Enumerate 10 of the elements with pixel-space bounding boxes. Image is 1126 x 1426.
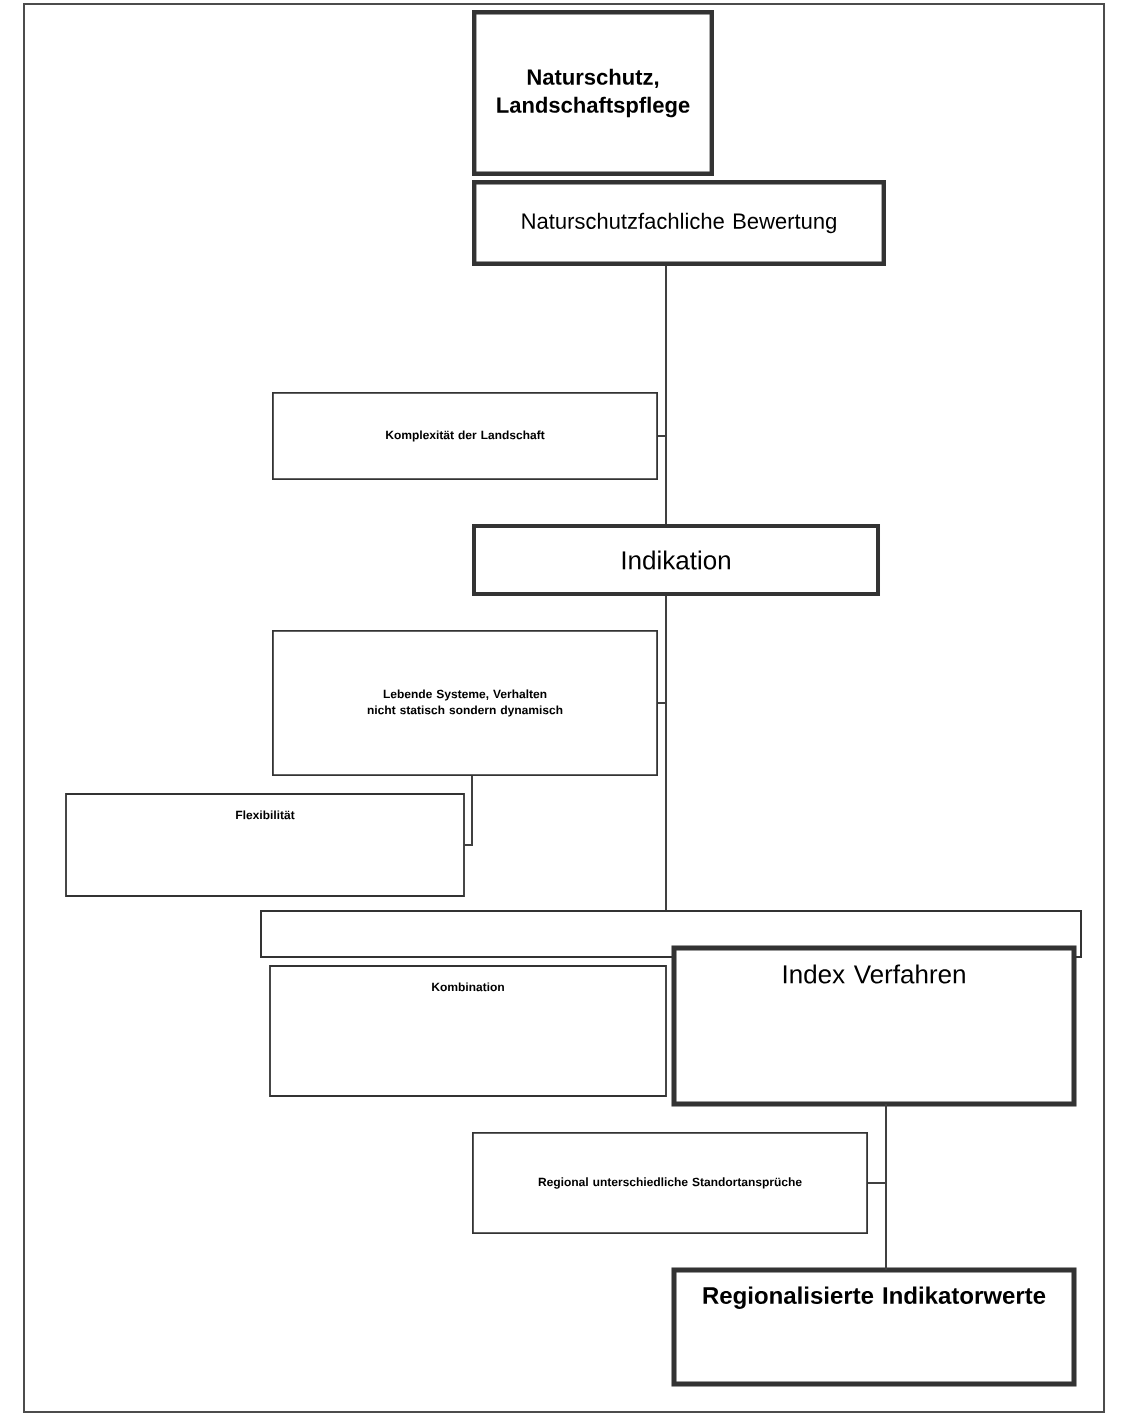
title-box: Index Verfahren (671, 945, 1077, 1107)
text-box: Indikation (472, 524, 880, 596)
connector-line (463, 775, 473, 846)
bar-box (260, 910, 1082, 958)
title-box: Regionalisierte Indikatorwerte (671, 1267, 1077, 1387)
connector-line (885, 1103, 887, 1271)
title-box: Naturschutzfachliche Bewertung (472, 180, 886, 266)
title-box: Naturschutz, Landschaftspflege (472, 10, 714, 176)
connector-line (665, 265, 667, 525)
connector-line (665, 595, 667, 911)
